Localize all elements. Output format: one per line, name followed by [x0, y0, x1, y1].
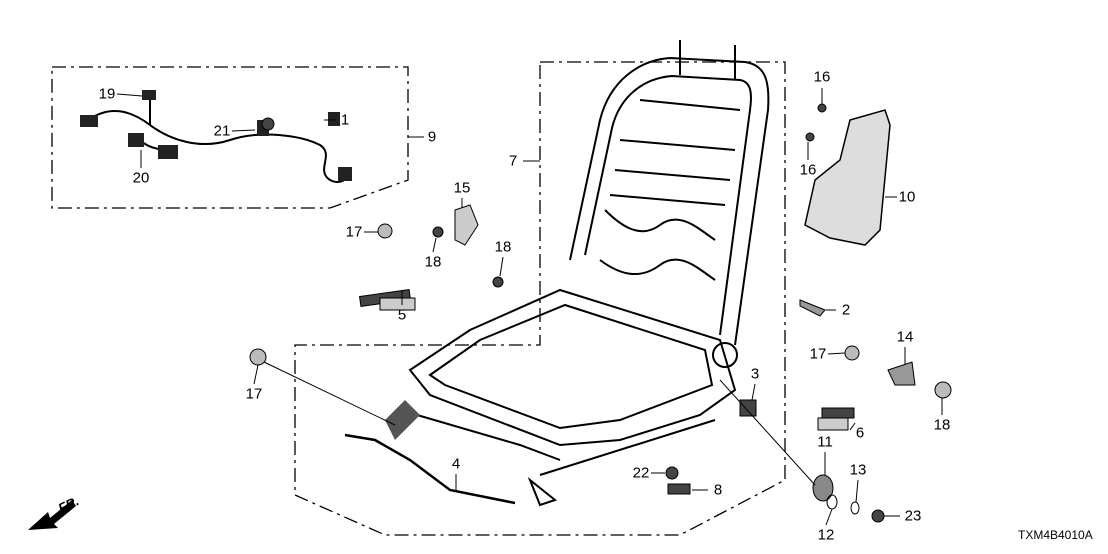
leader-lines — [116, 88, 943, 526]
seat-back-frame — [569, 40, 770, 346]
callout-19: 19 — [98, 85, 116, 103]
callout-5: 5 — [397, 306, 407, 324]
callout-17-right: 17 — [809, 345, 827, 363]
seat-cushion-frame — [399, 288, 738, 507]
callout-12: 12 — [817, 526, 835, 544]
callout-16-top: 16 — [813, 68, 831, 86]
callout-17-upper: 17 — [345, 223, 363, 241]
callout-20: 20 — [132, 169, 150, 187]
callout-21: 21 — [213, 122, 231, 140]
callout-10: 10 — [898, 188, 916, 206]
callout-4: 4 — [451, 455, 461, 473]
callout-18-right: 18 — [933, 416, 951, 434]
callout-8: 8 — [713, 481, 723, 499]
callout-18-left: 18 — [424, 253, 442, 271]
seat-frame-group-box — [294, 61, 786, 536]
callout-11: 11 — [817, 433, 833, 451]
callout-15: 15 — [453, 179, 471, 197]
callout-7: 7 — [508, 152, 518, 170]
callout-9: 9 — [427, 128, 437, 146]
callout-13: 13 — [849, 461, 867, 479]
callout-17-left: 17 — [245, 385, 263, 403]
callout-16-lower: 16 — [799, 161, 817, 179]
callout-6: 6 — [855, 424, 865, 442]
callout-23: 23 — [904, 507, 922, 525]
diagram-code: TXM4B4010A — [1018, 528, 1093, 542]
front-direction-arrow-icon — [28, 500, 76, 530]
callout-1: 1 — [340, 111, 350, 129]
side-cover-part-10 — [804, 109, 891, 246]
wire-harness — [87, 100, 351, 184]
callout-3: 3 — [750, 365, 760, 383]
rod-part-4 — [344, 433, 516, 505]
callout-22: 22 — [632, 464, 650, 482]
bracket — [385, 400, 420, 440]
callout-14: 14 — [896, 328, 914, 346]
callout-2: 2 — [841, 301, 851, 319]
callout-18-mid: 18 — [494, 238, 512, 256]
